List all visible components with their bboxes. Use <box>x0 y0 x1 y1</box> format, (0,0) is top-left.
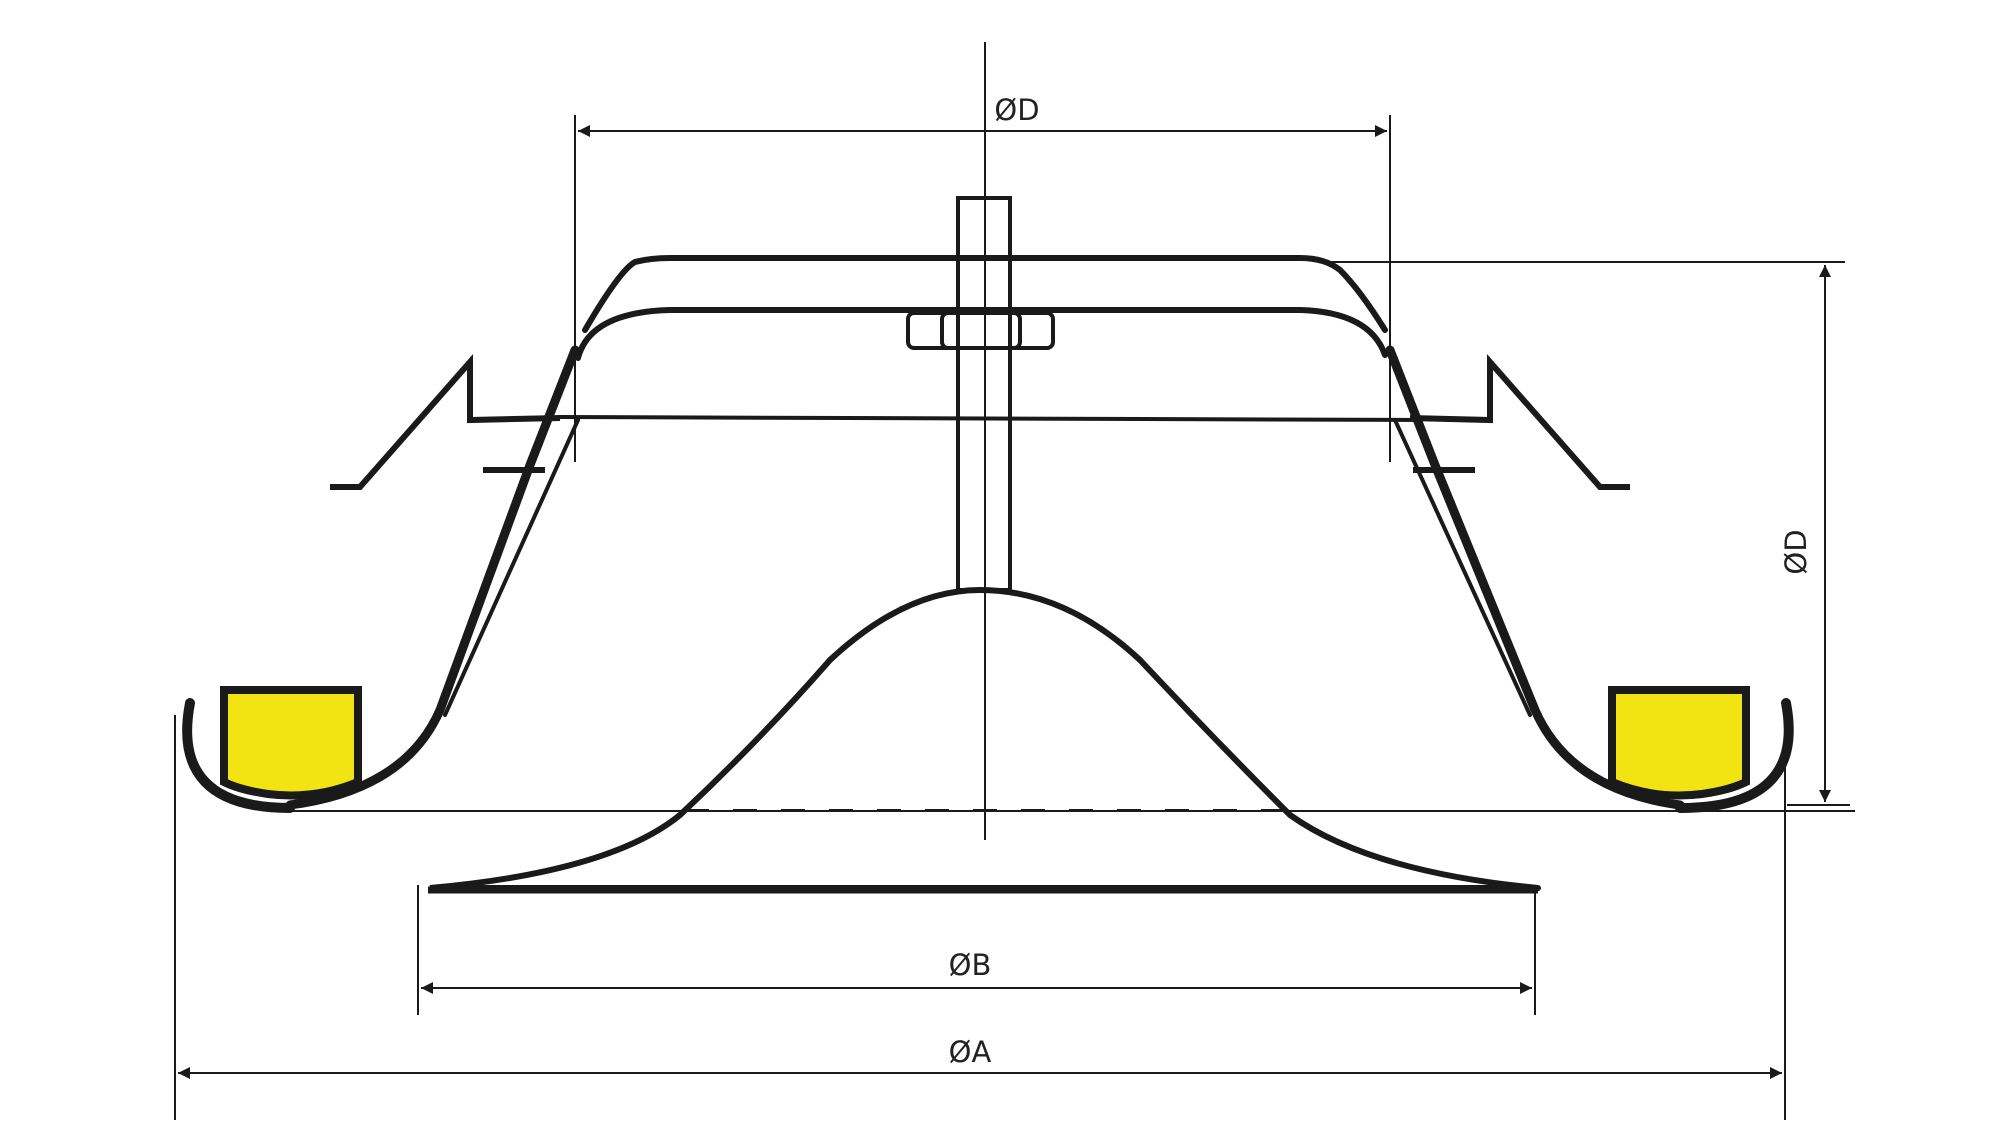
height-label: ØD <box>1779 529 1813 574</box>
right-mounting-bracket <box>1409 354 1630 490</box>
stem-nut <box>906 311 1055 350</box>
top-cap-inner <box>575 307 1388 361</box>
stem-nut-inner <box>940 311 1022 350</box>
mounting-plate-line <box>558 415 1422 422</box>
top-diameter-label: ØD <box>994 93 1039 127</box>
left-outer-rim <box>182 698 295 813</box>
diffuser-bell <box>429 587 1541 891</box>
right-outer-rim <box>1675 698 1794 813</box>
right-cone-wall-inner <box>1393 418 1532 717</box>
overall-diameter-label: ØA <box>949 1035 992 1069</box>
plate-diameter-label: ØB <box>949 948 992 982</box>
right-seal <box>1608 686 1750 800</box>
right-cone-wall <box>1385 345 1685 810</box>
left-mounting-bracket <box>330 354 561 490</box>
left-seal <box>220 686 362 800</box>
left-cone-wall-inner <box>443 418 580 717</box>
top-cap-outer <box>582 255 1388 333</box>
valve-body <box>182 255 1794 813</box>
left-cone-wall <box>285 345 580 810</box>
extension-lines <box>174 115 1850 1120</box>
